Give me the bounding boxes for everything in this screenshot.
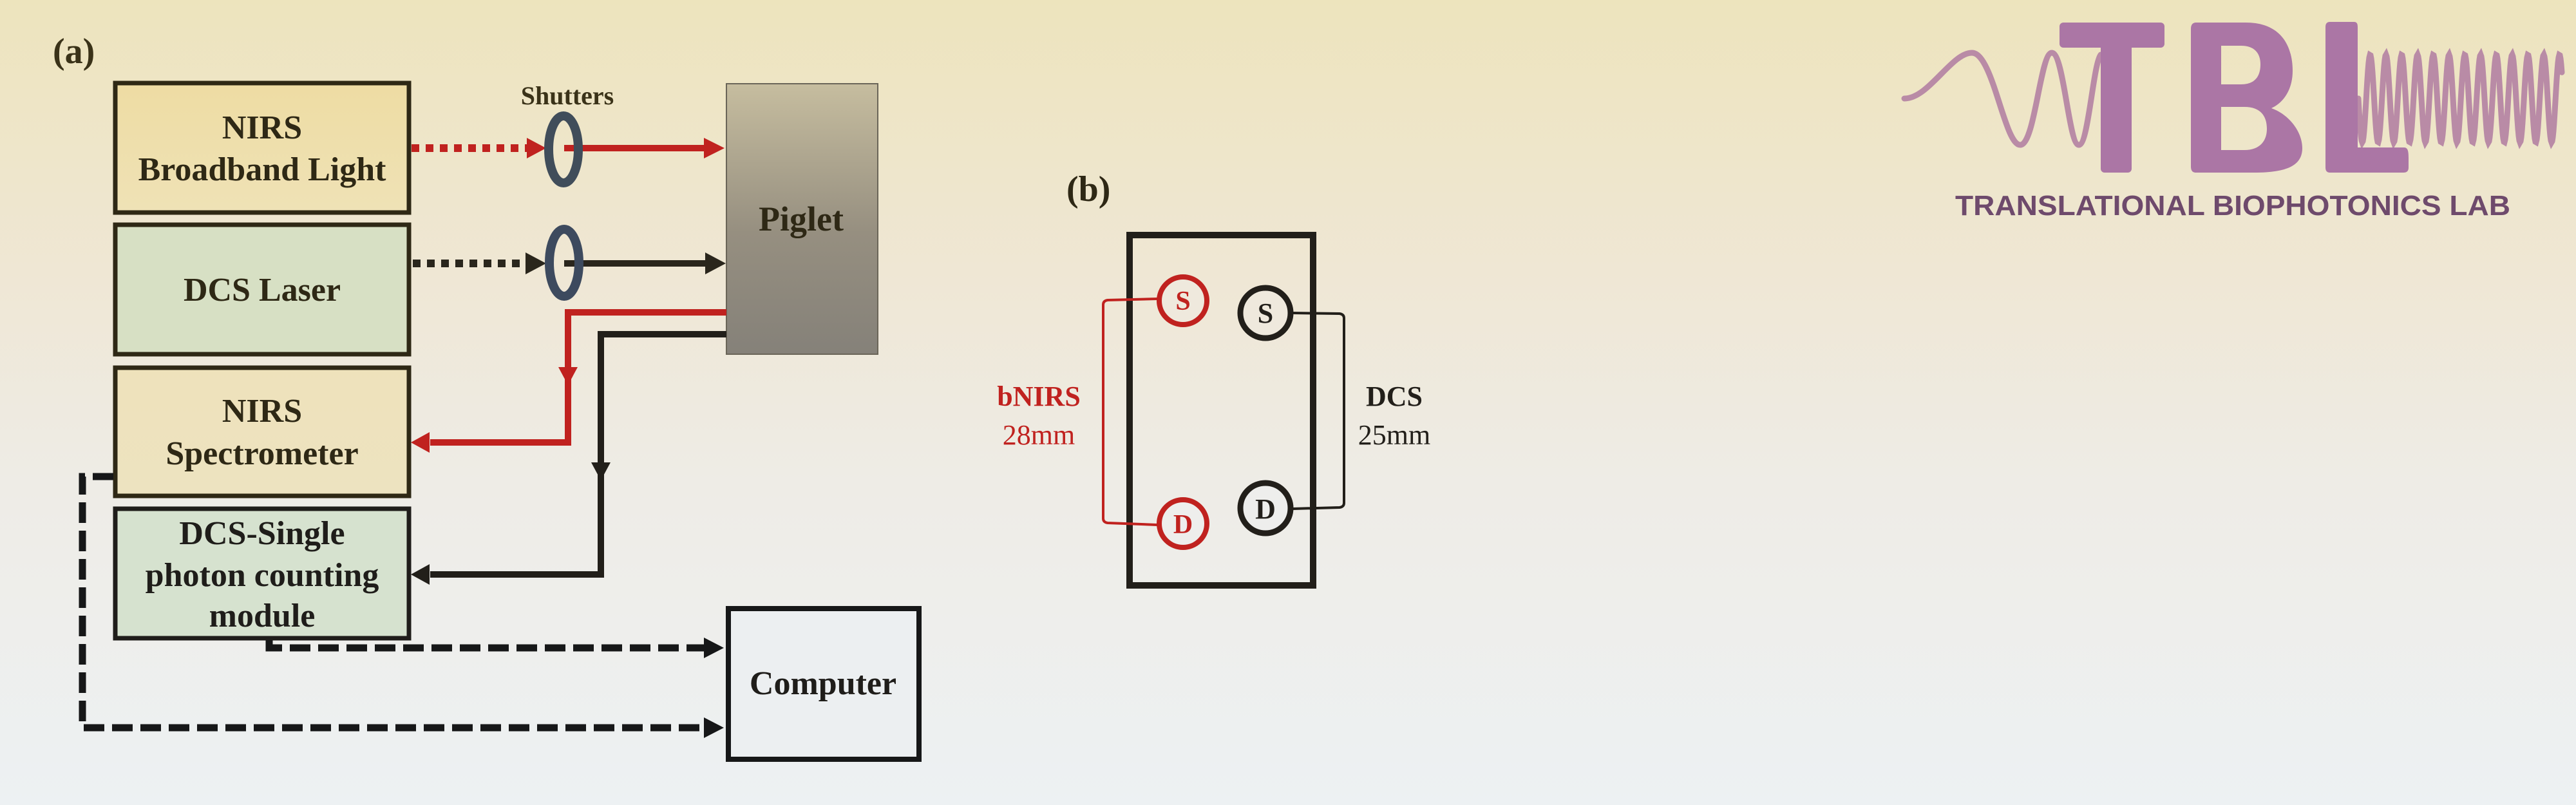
piglet-box: Piglet: [726, 83, 878, 355]
box-label-line: DCS-Single: [179, 515, 345, 552]
panel-b: (b) S S D D bNIRS 28mm DCS 25mm: [997, 169, 1430, 589]
dcs-laser-to-piglet-path: [413, 252, 726, 274]
piglet-label: Piglet: [759, 200, 844, 238]
bnirs-distance: 28mm: [1003, 419, 1075, 451]
panel-a: (a) NIRS Broadband Light DCS Laser NIRS …: [53, 32, 922, 762]
computer-box: Computer: [726, 606, 922, 762]
panel-b-label: (b): [1066, 169, 1110, 209]
logo-tagline: TRANSLATIONAL BIOPHOTONICS LAB: [1955, 190, 2510, 222]
dcs-detector-probe: D: [1237, 480, 1294, 536]
probe-letter: S: [1175, 287, 1190, 316]
box-label-line: DCS Laser: [184, 272, 341, 308]
dcs-source-probe: S: [1237, 285, 1294, 341]
piglet-to-dcs-module-path: [411, 331, 726, 585]
dcs-separation-bracket: [1293, 312, 1345, 510]
dcs-spcm-box: DCS-Single photon counting module: [113, 506, 412, 641]
shutter-icon: [545, 225, 583, 301]
probe-letter: D: [1173, 510, 1193, 540]
piglet-to-spectrometer-path: [411, 309, 726, 453]
bnirs-label: bNIRS: [997, 381, 1081, 412]
logo-letter-b: [2191, 23, 2302, 173]
logo-wave-icon: [2355, 48, 2565, 149]
nirs-broadband-light-box: NIRS Broadband Light: [113, 80, 412, 215]
dcs-module-to-computer-path: [265, 638, 724, 658]
box-label-line: module: [209, 598, 316, 634]
shutter-icon: [544, 111, 583, 187]
probe-letter: D: [1255, 493, 1276, 525]
spectrometer-to-computer-path: [79, 473, 724, 738]
tbl-logo: TRANSLATIONAL BIOPHOTONICS LAB: [1901, 22, 2565, 222]
logo-letter-l: [2325, 22, 2409, 173]
computer-label: Computer: [750, 665, 896, 702]
bnirs-source-probe: S: [1157, 274, 1209, 327]
bnirs-detector-probe: D: [1157, 497, 1209, 550]
box-label-line: NIRS: [222, 109, 302, 146]
probe-holder: [1126, 232, 1316, 589]
panel-a-label: (a): [53, 32, 95, 71]
nirs-light-to-piglet-path: [412, 138, 724, 158]
logo-letter-t: [2060, 23, 2164, 173]
probe-letter: S: [1258, 298, 1273, 329]
box-label-line: Broadband Light: [138, 151, 387, 188]
box-label-line: photon counting: [146, 557, 379, 594]
box-label-line: NIRS: [222, 393, 302, 430]
logo-wave-icon: [1901, 50, 2104, 148]
dcs-distance: 25mm: [1358, 419, 1430, 451]
bnirs-separation-bracket: [1102, 298, 1158, 526]
shutters-label: Shutters: [521, 81, 614, 110]
dcs-label: DCS: [1366, 381, 1423, 412]
nirs-spectrometer-box: NIRS Spectrometer: [113, 365, 412, 498]
dcs-laser-box: DCS Laser: [113, 222, 412, 357]
box-label-line: Spectrometer: [166, 435, 358, 472]
